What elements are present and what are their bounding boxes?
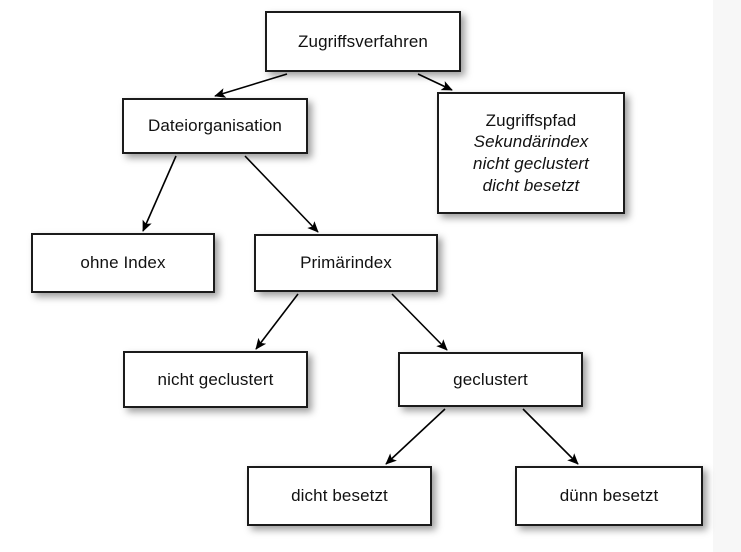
edge-zugriffsverfahren-zugriffspfad (417, 73, 453, 91)
right-edge-band (713, 0, 741, 552)
node-label-group: Primärindex (256, 252, 436, 274)
node-ohne-index[interactable]: ohne Index (31, 233, 215, 293)
node-label-group: ohne Index (33, 252, 213, 274)
node-geclustert[interactable]: geclustert (398, 352, 583, 407)
node-label-line: Zugriffsverfahren (298, 31, 428, 51)
edge-geclustert-duenn-besetzt (522, 408, 579, 465)
node-label-group: nicht geclustert (125, 369, 306, 391)
node-label-line: Zugriffspfad (485, 110, 577, 130)
node-label-line: geclustert (453, 369, 528, 389)
edge-geclustert-dicht-besetzt (385, 408, 446, 465)
node-label-group: dünn besetzt (517, 485, 701, 507)
node-label-line: ohne Index (80, 253, 166, 273)
node-primaerindex[interactable]: Primärindex (254, 234, 438, 292)
node-label-line: dünn besetzt (559, 486, 659, 506)
edge-primaerindex-geclustert (391, 293, 448, 351)
node-duenn-besetzt[interactable]: dünn besetzt (515, 466, 703, 526)
node-label-group: Zugriffsverfahren (267, 31, 459, 53)
edge-primaerindex-nicht-geclustert (255, 293, 299, 350)
edge-zugriffsverfahren-dateiorganisation (214, 73, 288, 98)
node-label-line: Dateiorganisation (147, 116, 282, 136)
node-label-group: geclustert (400, 369, 581, 391)
node-dateiorganisation[interactable]: Dateiorganisation (122, 98, 308, 154)
node-label-group: Dateiorganisation (124, 115, 306, 137)
node-label-line: nicht geclustert (473, 154, 589, 173)
edge-dateiorganisation-ohne-index (142, 155, 177, 232)
node-label-line: dicht besetzt (291, 486, 388, 506)
node-nicht-geclustert[interactable]: nicht geclustert (123, 351, 308, 408)
node-zugriffsverfahren[interactable]: Zugriffsverfahren (265, 11, 461, 72)
node-label-line: Primärindex (300, 253, 392, 273)
node-dicht-besetzt[interactable]: dicht besetzt (247, 466, 432, 526)
node-label-group: dicht besetzt (249, 485, 430, 507)
node-label-line: Sekundärindex (473, 132, 589, 152)
edge-dateiorganisation-primaerindex (244, 155, 319, 233)
node-label-line: nicht geclustert (157, 369, 274, 389)
node-label-line: dicht besetzt (482, 175, 580, 195)
